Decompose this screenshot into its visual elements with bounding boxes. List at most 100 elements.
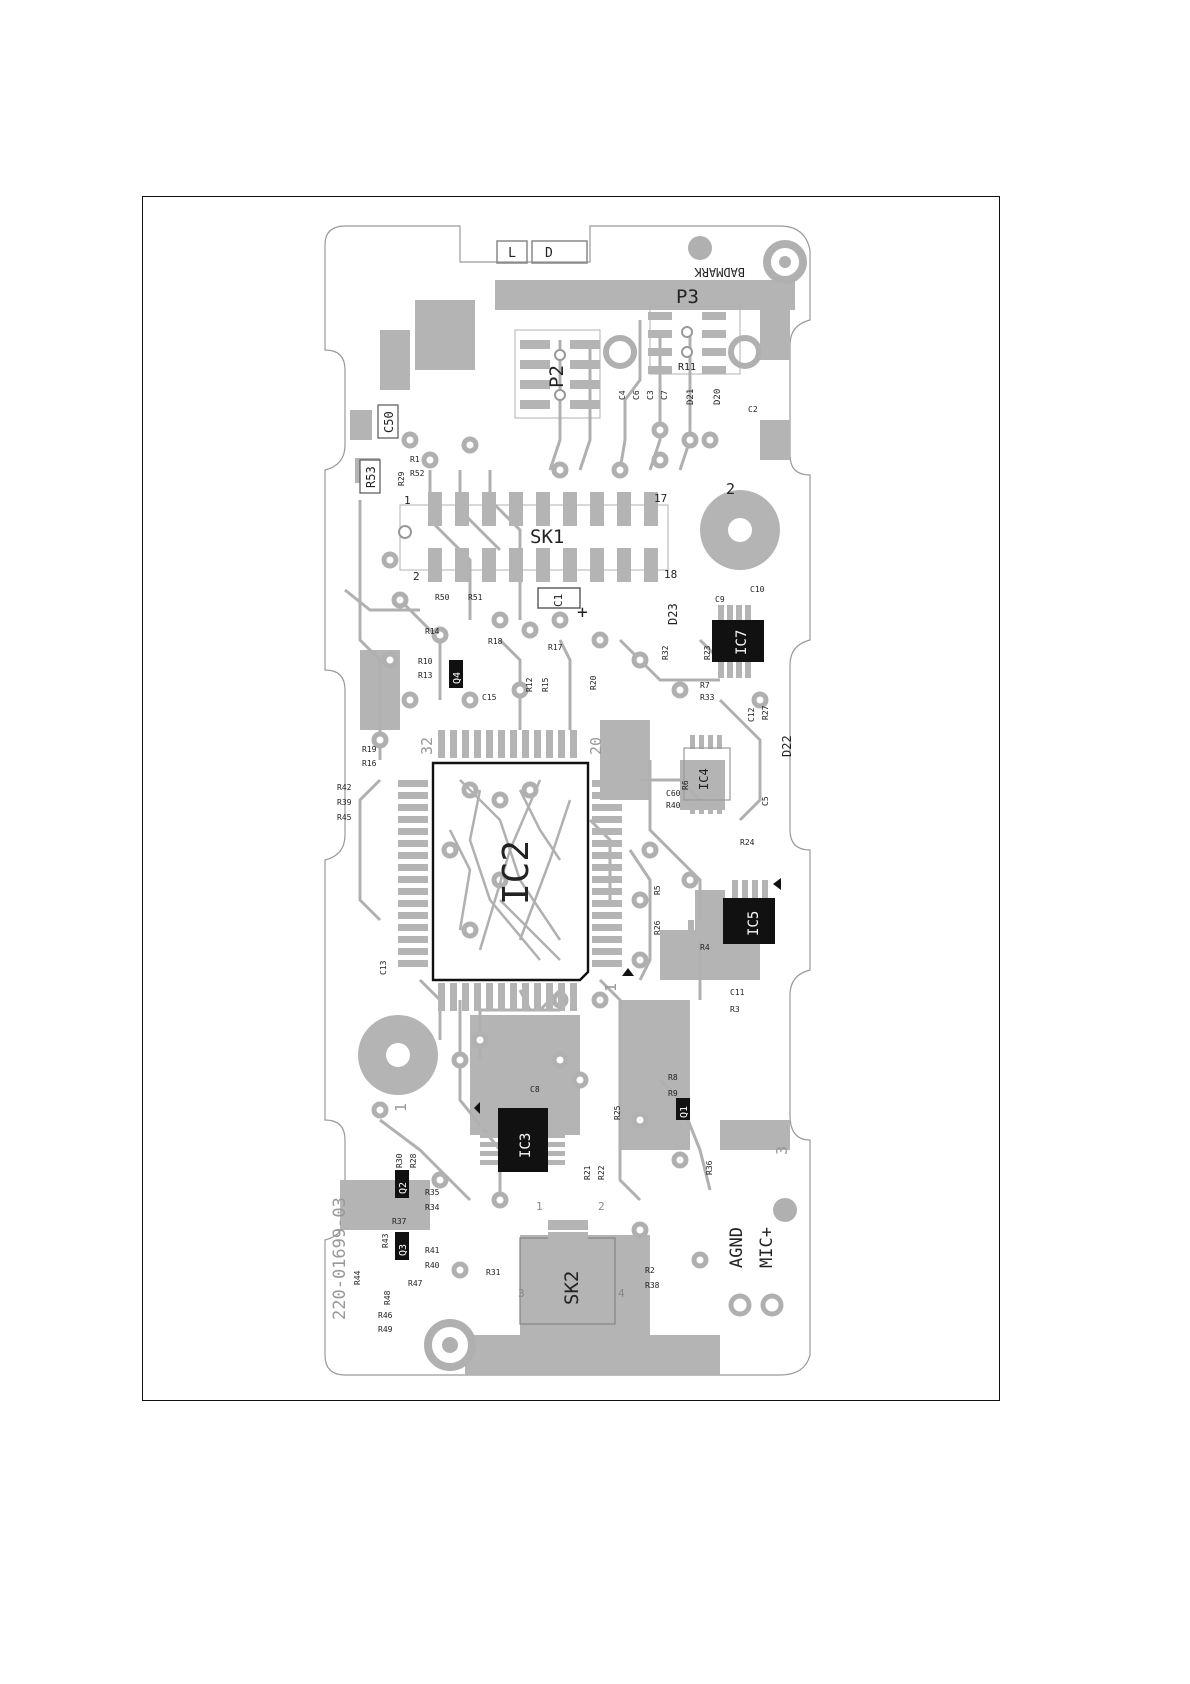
svg-text:R52: R52	[410, 469, 425, 478]
svg-text:R33: R33	[700, 693, 715, 702]
svg-text:R41: R41	[425, 1246, 440, 1255]
d-box-label: D	[545, 246, 553, 261]
ic2-pin32: 32	[418, 737, 436, 755]
c1-label: C1	[552, 594, 565, 607]
sk1-corner-2: 2	[726, 480, 735, 498]
sk2-pin1: 1	[536, 1200, 543, 1213]
q2-body	[395, 1170, 409, 1198]
svg-text:R44: R44	[353, 1270, 362, 1285]
l-box-label: L	[508, 246, 516, 261]
svg-text:R15: R15	[541, 677, 550, 692]
sk1-pin2: 2	[413, 570, 420, 583]
q4-body	[449, 660, 463, 688]
ic2-label: IC2	[496, 840, 537, 905]
svg-text:R16: R16	[362, 759, 377, 768]
svg-text:C4: C4	[618, 390, 627, 400]
svg-text:R6: R6	[681, 780, 690, 790]
sk1-pin17: 17	[654, 492, 667, 505]
p3-label: P3	[676, 286, 699, 308]
svg-text:R48: R48	[383, 1290, 392, 1305]
c50-label: C50	[382, 411, 396, 433]
svg-text:C12: C12	[747, 707, 756, 722]
svg-text:C5: C5	[761, 796, 770, 806]
p3-connector	[648, 305, 741, 375]
svg-text:R4: R4	[700, 943, 710, 952]
r53-label: R53	[364, 466, 378, 488]
svg-text:R17: R17	[548, 643, 563, 652]
maker-label: BADMARK	[694, 265, 745, 279]
ic7-chip	[712, 605, 764, 678]
svg-text:R43: R43	[381, 1233, 390, 1248]
sk1-pin18: 18	[664, 568, 677, 581]
svg-text:C3: C3	[646, 390, 655, 400]
svg-text:R7: R7	[700, 681, 710, 690]
vias	[371, 421, 769, 1279]
sk1-label: SK1	[530, 526, 564, 548]
svg-text:R51: R51	[468, 593, 483, 602]
d20-label: D20	[713, 389, 723, 405]
svg-text:R49: R49	[378, 1325, 393, 1334]
svg-text:R8: R8	[668, 1073, 678, 1082]
svg-text:R18: R18	[488, 637, 503, 646]
sk2-pin4: 4	[618, 1287, 625, 1300]
svg-text:R30: R30	[395, 1153, 404, 1168]
svg-text:R40: R40	[666, 801, 681, 810]
svg-text:R50: R50	[435, 593, 450, 602]
svg-text:C11: C11	[730, 988, 745, 997]
svg-text:R47: R47	[408, 1279, 423, 1288]
sk1-pin1: 1	[404, 494, 411, 507]
agnd-label: AGND	[727, 1227, 747, 1268]
svg-text:R27: R27	[761, 705, 770, 720]
d21-label: D21	[686, 389, 696, 405]
d22-label: D22	[780, 735, 794, 757]
svg-text:R28: R28	[409, 1153, 418, 1168]
sk2-pin3: 3	[518, 1287, 525, 1300]
p2-label: P2	[546, 365, 568, 388]
sk2-label: SK2	[561, 1271, 583, 1305]
q3-label: Q3	[398, 1244, 409, 1256]
c1-outline	[537, 587, 581, 609]
drawing-frame	[142, 196, 1000, 1401]
svg-text:R9: R9	[668, 1089, 678, 1098]
svg-text:R14: R14	[425, 627, 440, 636]
sk1-connector	[398, 492, 669, 582]
q1-body	[676, 1098, 690, 1120]
svg-text:R37: R37	[392, 1217, 407, 1226]
q2-label: Q2	[398, 1182, 409, 1194]
svg-text:R11: R11	[678, 362, 696, 373]
svg-text:R42: R42	[337, 783, 352, 792]
svg-text:R25: R25	[613, 1105, 622, 1120]
svg-text:R12: R12	[525, 677, 534, 692]
ic2-pin20: 20	[587, 737, 605, 755]
ic5-pin1-marker	[773, 878, 781, 890]
svg-text:C60: C60	[666, 789, 681, 798]
svg-text:R26: R26	[653, 920, 662, 935]
q4-label: Q4	[452, 672, 463, 684]
svg-text:R31: R31	[486, 1268, 501, 1277]
svg-text:R3: R3	[730, 1005, 740, 1014]
p2-connector	[514, 329, 601, 419]
pad-1-label: 1	[392, 1103, 410, 1112]
svg-text:R20: R20	[589, 675, 598, 690]
svg-text:C6: C6	[632, 390, 641, 400]
svg-text:R22: R22	[597, 1165, 606, 1180]
svg-text:C13: C13	[379, 960, 388, 975]
ic2-pin1: 1	[602, 983, 620, 992]
sk2-pin2: 2	[598, 1200, 605, 1213]
ic3-chip	[480, 1108, 565, 1172]
svg-text:R5: R5	[653, 885, 662, 895]
mounting-holes	[386, 236, 807, 1371]
svg-text:C15: C15	[482, 693, 497, 702]
ic4-chip	[683, 735, 731, 814]
svg-text:R23: R23	[703, 645, 712, 660]
svg-text:R1: R1	[410, 455, 420, 464]
svg-text:R36: R36	[705, 1160, 714, 1175]
svg-text:R29: R29	[397, 471, 406, 486]
d-box	[531, 240, 588, 264]
plus-mark: +	[577, 602, 588, 623]
svg-text:R39: R39	[337, 798, 352, 807]
svg-text:R38: R38	[645, 1281, 660, 1290]
ic5-chip	[688, 880, 775, 944]
